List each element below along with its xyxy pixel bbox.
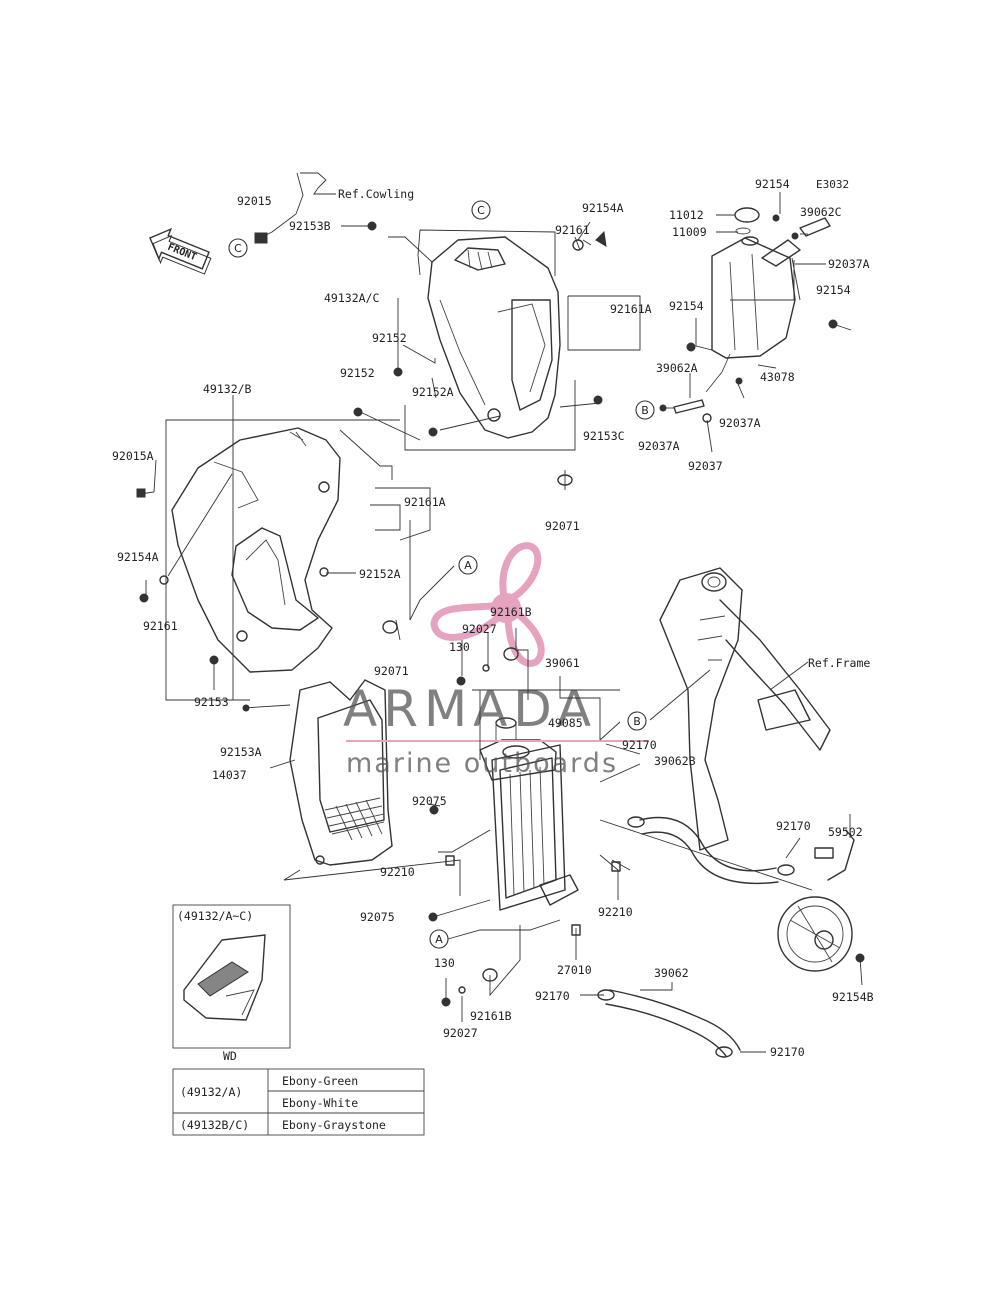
part-label: 92015 [237, 194, 272, 208]
part-label: 92027 [443, 1026, 478, 1040]
part-label: 92152 [372, 331, 407, 345]
part-label: 92154A [117, 550, 159, 564]
part-label: 92170 [770, 1045, 805, 1059]
watermark-tagline: marine outboards [346, 748, 618, 779]
part-label: 92153C [583, 429, 625, 443]
inset-caption: WD [223, 1049, 237, 1063]
part-label: 49085 [548, 716, 583, 730]
part-label: 92154A [582, 201, 624, 215]
color-table: (49132/A) Ebony-Green Ebony-White (49132… [172, 1068, 425, 1136]
part-label: 39062B [654, 754, 696, 768]
callout-c-left: C [228, 238, 248, 258]
part-labels: 92015 92153B 49132A/C 92152 92152 92152A… [112, 177, 874, 1059]
part-label: 39061 [545, 656, 580, 670]
table-color-bc: Ebony-Graystone [282, 1118, 386, 1132]
svg-text:B: B [641, 404, 649, 417]
part-label: 92161 [143, 619, 178, 633]
part-label: 92037 [688, 459, 723, 473]
part-label: 92170 [622, 738, 657, 752]
svg-text:C: C [234, 242, 242, 255]
part-label: 92210 [380, 865, 415, 879]
part-label: 49132/B [203, 382, 252, 396]
table-color-a1: Ebony-Green [282, 1074, 358, 1088]
ref-cowling-label: Ref.Cowling [338, 187, 414, 201]
part-label: 27010 [557, 963, 592, 977]
inner-cowl-upper-part [427, 236, 561, 439]
part-label: 92170 [535, 989, 570, 1003]
part-label: 92170 [776, 819, 811, 833]
hose-39062b-part [639, 816, 779, 885]
part-label: 92161B [470, 1009, 512, 1023]
part-label: 92154 [669, 299, 704, 313]
part-label: 92071 [545, 519, 580, 533]
part-label: 39062C [800, 205, 842, 219]
fastener-bolt-icon [136, 214, 865, 1058]
callout-b-radiator: B [627, 711, 647, 731]
part-label: 11012 [669, 208, 704, 222]
part-label: 92153B [289, 219, 331, 233]
part-label: 92071 [374, 664, 409, 678]
part-label: 92210 [598, 905, 633, 919]
leader-lines [139, 172, 863, 1053]
part-label: 92161B [490, 605, 532, 619]
propeller-logo-icon [430, 542, 545, 667]
part-label: 92152A [359, 567, 401, 581]
callout-b-tank: B [635, 400, 655, 420]
part-label: 92152 [340, 366, 375, 380]
table-part-bc: (49132B/C) [180, 1118, 249, 1132]
table-color-a2: Ebony-White [282, 1096, 358, 1110]
svg-text:B: B [633, 715, 641, 728]
side-cowl-part [171, 427, 341, 673]
table-part-a: (49132/A) [180, 1085, 242, 1099]
callout-c-top: C [471, 200, 491, 220]
part-label: 39062A [656, 361, 698, 375]
part-label: 92037A [638, 439, 680, 453]
part-label: 92161A [404, 495, 446, 509]
variant-inset: (49132/A~C) WD [172, 904, 291, 1063]
part-label: 92153A [220, 745, 262, 759]
part-label: 92015A [112, 449, 154, 463]
part-label: 49132A/C [324, 291, 379, 305]
part-label: 59502 [828, 825, 863, 839]
part-label: 92154B [832, 990, 874, 1004]
diagram-code: E3032 [816, 178, 849, 191]
part-label: 92161A [610, 302, 652, 316]
fan-part [777, 829, 855, 972]
svg-text:A: A [464, 559, 472, 572]
part-label: 92153 [194, 695, 229, 709]
svg-text:A: A [435, 933, 443, 946]
frame-part [659, 567, 831, 851]
part-label: 92075 [412, 794, 447, 808]
part-label: 39062 [654, 966, 689, 980]
svg-text:C: C [477, 204, 485, 217]
part-label: 130 [449, 640, 470, 654]
part-label: 92161 [555, 223, 590, 237]
part-label: 11009 [672, 225, 707, 239]
part-label: 92154 [816, 283, 851, 297]
part-label: 14037 [212, 768, 247, 782]
part-label: 92037A [719, 416, 761, 430]
callout-a-right: A [458, 555, 478, 575]
part-label: 92037A [828, 257, 870, 271]
part-label: 92075 [360, 910, 395, 924]
part-label: 92154 [755, 177, 790, 191]
part-label: 130 [434, 956, 455, 970]
hose-39062-part [605, 989, 741, 1057]
part-label: 92027 [462, 622, 497, 636]
front-arrow-icon: FRONT [149, 227, 212, 275]
radiator-core-part [479, 717, 579, 911]
part-label: 43078 [760, 370, 795, 384]
radiator-shroud-part [289, 679, 393, 866]
inset-title: (49132/A~C) [177, 909, 253, 923]
ref-frame-label: Ref.Frame [808, 656, 870, 670]
part-label: 92152A [412, 385, 454, 399]
callout-a-bottom: A [429, 929, 449, 949]
